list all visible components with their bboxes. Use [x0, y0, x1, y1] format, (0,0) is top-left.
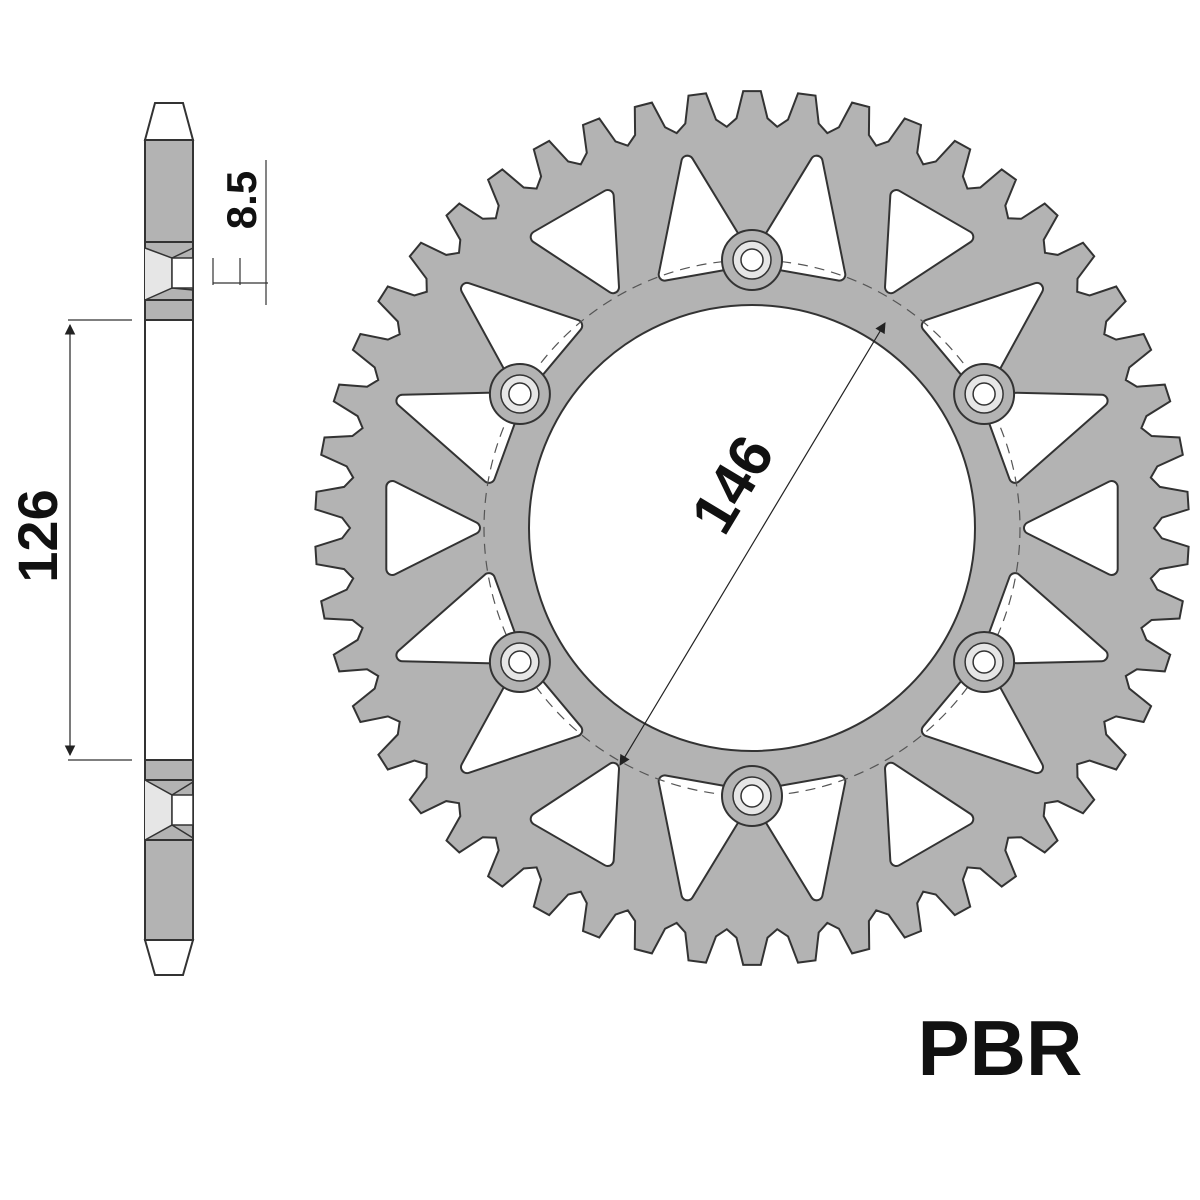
bolt-hole — [508, 382, 532, 406]
lightening-window-fill — [531, 763, 618, 865]
lightening-window-fill — [886, 763, 973, 865]
lightening-windows — [385, 154, 1119, 902]
bore-label: 126 — [6, 489, 69, 582]
lightening-window-fill — [922, 283, 1042, 395]
bolt-hole — [508, 650, 532, 674]
side-profile-top-tip — [143, 102, 195, 141]
lightening-window-fill — [886, 191, 973, 293]
lightening-window-fill — [531, 191, 618, 293]
bolt-hole — [972, 650, 996, 674]
bolt-circle-dimension: 146 — [619, 322, 886, 766]
lightening-window-fill — [1025, 482, 1117, 574]
bore-dimension: 126 — [6, 319, 132, 761]
side-profile-bore — [144, 319, 194, 761]
side-profile-top-body — [144, 139, 194, 243]
lightening-window-fill — [462, 283, 582, 395]
lightening-window-fill — [397, 574, 523, 663]
bolt-hole — [972, 382, 996, 406]
lightening-window-fill — [981, 574, 1107, 663]
lightening-window-fill — [922, 661, 1042, 773]
bolt-circle-label: 146 — [678, 424, 787, 544]
brand-logo: PBR — [918, 1004, 1083, 1092]
lightening-window-fill — [387, 482, 479, 574]
side-profile-view — [143, 102, 195, 976]
bolt-hole — [740, 784, 764, 808]
thickness-label: 8.5 — [218, 171, 265, 229]
side-profile-bottom-tip — [143, 939, 195, 976]
sprocket-front-view — [314, 90, 1190, 966]
lightening-window-fill — [397, 393, 523, 482]
bolt-holes — [488, 229, 1016, 827]
thickness-dimension: 8.5 — [212, 160, 268, 305]
side-profile-bottom-body — [144, 839, 194, 941]
lightening-window-fill — [981, 393, 1107, 482]
lightening-window-fill — [462, 661, 582, 773]
bolt-hole — [740, 248, 764, 272]
